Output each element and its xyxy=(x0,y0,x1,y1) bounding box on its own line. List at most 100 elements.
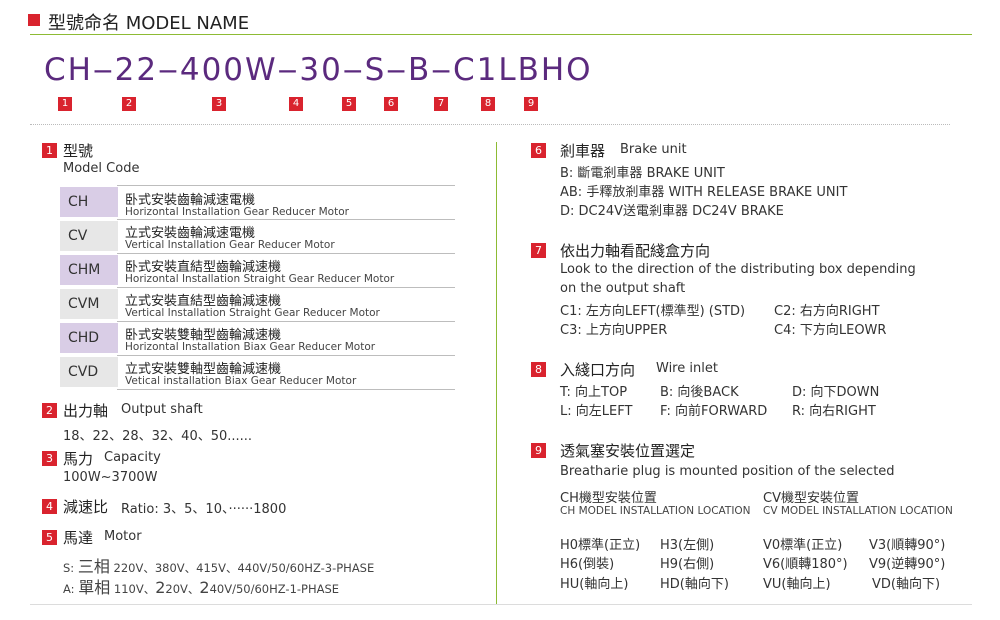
position-marker-8: 8 xyxy=(481,97,495,111)
position-marker-6: 6 xyxy=(384,97,398,111)
model-desc-en: Horizontal Installation Straight Gear Re… xyxy=(125,273,395,285)
section-6-subtitle: Brake unit xyxy=(620,142,687,157)
cv-position-option: V6(順轉180°) xyxy=(763,557,848,572)
model-desc-en: Vertical Installation Gear Reducer Motor xyxy=(125,239,335,251)
position-marker-3: 3 xyxy=(212,97,226,111)
header-rule xyxy=(30,34,972,35)
model-code-example: CH‒22‒400W‒30‒S‒B‒C1LBHO xyxy=(44,52,593,88)
section-3-subtitle: Capacity xyxy=(104,450,161,465)
ch-position-option: HD(軸向下) xyxy=(660,577,729,592)
model-code-cell: CVD xyxy=(60,357,118,387)
header-square-icon xyxy=(28,14,40,26)
box-direction-c3: C3: 上方向UPPER xyxy=(560,323,668,338)
table-bottom-rule xyxy=(117,389,455,390)
wire-inlet-top: T: 向上TOP xyxy=(560,385,628,400)
section-7-description: Look to the direction of the distributin… xyxy=(560,262,916,277)
dotted-divider xyxy=(30,124,950,125)
ch-location-heading: CH機型安裝位置 xyxy=(560,491,657,506)
section-9-badge: 9 xyxy=(531,443,546,458)
row-rule xyxy=(117,287,455,288)
position-marker-4: 4 xyxy=(289,97,303,111)
ch-position-option: H0標準(正立) xyxy=(560,538,641,553)
box-direction-c1: C1: 左方向LEFT(標準型) (STD) xyxy=(560,304,746,319)
row-rule xyxy=(117,355,455,356)
model-desc-en: Vertical Installation Straight Gear Redu… xyxy=(125,307,380,319)
motor-single-phase-line: A: 單相 110V、220V、240V/50/60HZ-1-PHASE xyxy=(63,578,340,597)
bottom-rule xyxy=(30,604,972,605)
section-5-subtitle: Motor xyxy=(104,529,142,544)
section-7-title: 依出力軸看配綫盒方向 xyxy=(560,242,711,260)
section-8-badge: 8 xyxy=(531,362,546,377)
model-code-cell: CHM xyxy=(60,255,118,285)
wire-inlet-left: L: 向左LEFT xyxy=(560,404,633,419)
model-code-cell: CVM xyxy=(60,289,118,319)
model-desc-cn: 立式安裝雙軸型齒輪減速機 xyxy=(125,362,282,377)
cv-position-option: V9(逆轉90°) xyxy=(869,557,946,572)
section-6-title: 剎車器 xyxy=(560,142,606,160)
model-desc-cn: 卧式安裝雙軸型齒輪減速機 xyxy=(125,328,282,343)
model-desc-cn: 卧式安裝齒輪減速電機 xyxy=(125,193,256,208)
section-3-title: 馬力 xyxy=(63,450,94,468)
section-2-badge: 2 xyxy=(42,403,57,418)
section-8-subtitle: Wire inlet xyxy=(656,361,718,376)
wire-inlet-forward: F: 向前FORWARD xyxy=(660,404,768,419)
row-rule xyxy=(117,219,455,220)
position-marker-9: 9 xyxy=(524,97,538,111)
section-5-title: 馬達 xyxy=(63,529,94,547)
column-divider xyxy=(496,142,497,604)
ch-location-subheading: CH MODEL INSTALLATION LOCATION xyxy=(560,505,751,517)
model-desc-cn: 立式安裝齒輪減速電機 xyxy=(125,226,256,241)
model-desc-cn: 立式安裝直結型齒輪減速機 xyxy=(125,294,282,309)
section-5-badge: 5 xyxy=(42,530,57,545)
section-4-badge: 4 xyxy=(42,499,57,514)
position-marker-7: 7 xyxy=(434,97,448,111)
section-9-description: Breatharie plug is mounted position of t… xyxy=(560,464,895,479)
section-1-title: 型號 xyxy=(63,142,94,160)
model-desc-en: Vetical installation Biax Gear Reducer M… xyxy=(125,375,357,387)
section-2-title: 出力軸 xyxy=(63,402,109,420)
ch-position-option: H9(右側) xyxy=(660,557,715,572)
position-marker-2: 2 xyxy=(122,97,136,111)
cv-location-subheading: CV MODEL INSTALLATION LOCATION xyxy=(763,505,953,517)
cv-position-option: V0標準(正立) xyxy=(763,538,843,553)
ch-position-option: H3(左側) xyxy=(660,538,715,553)
section-7-badge: 7 xyxy=(531,243,546,258)
section-6-badge: 6 xyxy=(531,143,546,158)
wire-inlet-down: D: 向下DOWN xyxy=(792,385,880,400)
section-3-badge: 3 xyxy=(42,451,57,466)
section-1-subtitle: Model Code xyxy=(63,161,140,176)
capacity-values: 100W~3700W xyxy=(63,470,158,485)
section-1-badge: 1 xyxy=(42,143,57,158)
ch-position-option: H6(倒裝) xyxy=(560,557,615,572)
model-code-cell: CH xyxy=(60,187,118,217)
section-7-description-cont: on the output shaft xyxy=(560,281,686,296)
box-direction-c4: C4: 下方向LEOWR xyxy=(774,323,887,338)
brake-option: AB: 手釋放剎車器 WITH RELEASE BRAKE UNIT xyxy=(560,185,848,200)
cv-position-option: V3(順轉90°) xyxy=(869,538,946,553)
position-marker-1: 1 xyxy=(58,97,72,111)
output-shaft-values: 18、22、28、32、40、50...... xyxy=(63,429,253,444)
cv-location-heading: CV機型安裝位置 xyxy=(763,491,859,506)
model-desc-en: Horizontal Installation Biax Gear Reduce… xyxy=(125,341,376,353)
model-code-cell: CHD xyxy=(60,323,118,353)
motor-three-phase-line: S: 三相 220V、380V、415V、440V/50/60HZ-3-PHAS… xyxy=(63,557,375,576)
position-marker-5: 5 xyxy=(342,97,356,111)
section-2-subtitle: Output shaft xyxy=(121,402,203,417)
ratio-values: Ratio: 3、5、10、······1800 xyxy=(121,502,287,517)
table-top-rule xyxy=(117,185,455,186)
ch-position-option: HU(軸向上) xyxy=(560,577,629,592)
box-direction-c2: C2: 右方向RIGHT xyxy=(774,304,880,319)
section-9-title: 透氣塞安裝位置選定 xyxy=(560,442,696,460)
wire-inlet-back: B: 向後BACK xyxy=(660,385,739,400)
section-8-title: 入綫口方向 xyxy=(560,361,636,379)
row-rule xyxy=(117,253,455,254)
model-code-cell: CV xyxy=(60,221,118,251)
model-desc-en: Horizontal Installation Gear Reducer Mot… xyxy=(125,206,349,218)
row-rule xyxy=(117,321,455,322)
cv-position-option: VU(軸向上) xyxy=(763,577,831,592)
brake-option: D: DC24V送電剎車器 DC24V BRAKE xyxy=(560,204,784,219)
wire-inlet-right: R: 向右RIGHT xyxy=(792,404,876,419)
cv-position-option: VD(軸向下) xyxy=(872,577,941,592)
brake-option: B: 斷電剎車器 BRAKE UNIT xyxy=(560,166,725,181)
section-4-title: 減速比 xyxy=(63,498,109,516)
